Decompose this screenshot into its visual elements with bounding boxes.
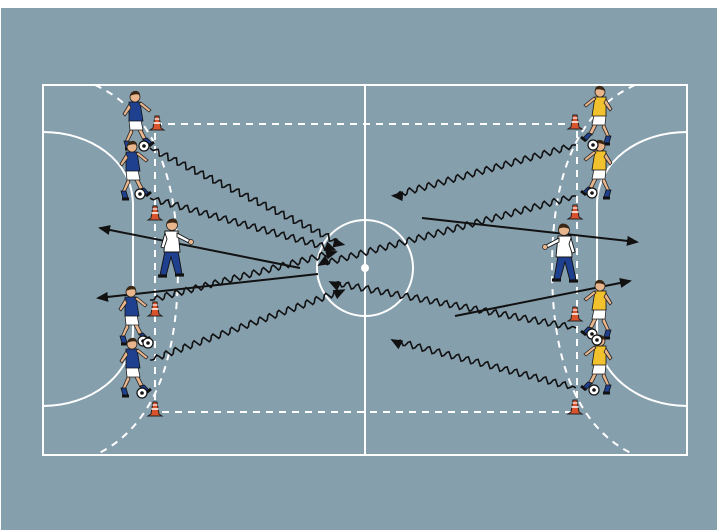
cone: [566, 306, 584, 322]
player-boot: [580, 189, 587, 197]
player-shorts: [591, 308, 607, 320]
coach-hair: [166, 218, 178, 224]
ball: [588, 384, 600, 396]
player-arm: [583, 345, 597, 357]
ball: [136, 387, 148, 399]
player-arm: [583, 290, 597, 302]
cone: [566, 204, 584, 220]
ball-patch: [590, 332, 594, 336]
player-arm: [583, 96, 597, 108]
dribble-arrow: [390, 144, 577, 202]
player-shorts: [128, 119, 144, 131]
pass-arrow: [98, 225, 301, 269]
player: [122, 90, 155, 151]
pass-arrow: [421, 217, 639, 246]
coach: [542, 223, 578, 283]
player-arm: [603, 98, 613, 112]
ball-patch: [138, 192, 142, 196]
coach-hand: [188, 239, 194, 245]
player-arm: [135, 151, 149, 163]
centre-spot: [361, 264, 369, 272]
player-hair: [595, 85, 605, 91]
player: [580, 279, 613, 340]
ball: [586, 187, 598, 199]
cone: [146, 401, 164, 417]
player-boot: [148, 140, 155, 148]
dribble-arrow: [390, 339, 577, 390]
ball: [134, 188, 146, 200]
centre-circle: [316, 219, 414, 317]
ball-patch: [592, 388, 596, 392]
cone: [146, 205, 164, 221]
player-arm: [122, 103, 132, 117]
player-arm: [134, 296, 148, 308]
player-shorts: [124, 314, 140, 326]
ball-patch: [591, 143, 595, 147]
player-arm: [583, 150, 597, 162]
players-and-coaches: [118, 85, 613, 399]
pitch-background: [1, 8, 717, 530]
player-hair: [127, 337, 137, 343]
player-arm: [138, 101, 152, 113]
player-shorts: [591, 114, 607, 126]
dribble-arrow: [317, 195, 577, 266]
player-arm: [119, 153, 129, 167]
ball-patch: [590, 191, 594, 195]
player-hair: [127, 140, 137, 146]
dribble-arrow: [149, 196, 337, 251]
ball-patch: [595, 338, 599, 342]
left-goal-area-line: [42, 131, 134, 407]
player-arm: [119, 350, 129, 364]
player-hair: [130, 90, 140, 96]
ball: [591, 334, 603, 346]
player-boot: [580, 384, 587, 392]
player-arm: [118, 298, 128, 312]
player: [580, 85, 613, 146]
coach-hand: [542, 244, 548, 250]
dribble-arrow: [149, 289, 346, 361]
coach-arm: [160, 231, 168, 249]
cone: [566, 114, 584, 130]
ball-patch: [146, 341, 150, 345]
player-boot: [145, 190, 152, 198]
player-hair: [126, 285, 136, 291]
right-goal-area-line: [596, 131, 688, 407]
player-boot: [580, 329, 587, 337]
player-shorts: [591, 363, 607, 375]
player: [119, 140, 152, 201]
cone: [146, 301, 164, 317]
player-hair: [595, 139, 605, 145]
player: [118, 285, 151, 346]
cone: [566, 399, 584, 415]
player-arm: [603, 347, 613, 361]
drill-zone-dashed-rectangle: [154, 123, 578, 413]
ball: [142, 337, 154, 349]
coach-arm: [568, 236, 576, 254]
dribble-arrow: [149, 147, 346, 248]
coach: [158, 218, 194, 278]
ball-patch: [142, 144, 146, 148]
dribble-arrow: [149, 249, 338, 301]
player-shorts: [591, 168, 607, 180]
ball: [587, 139, 599, 151]
right-free-throw-line: [550, 84, 636, 456]
player-shorts: [125, 169, 141, 181]
player: [119, 337, 152, 398]
ball-patch: [140, 391, 144, 395]
player-shorts: [125, 366, 141, 378]
player-arm: [135, 348, 149, 360]
ball: [138, 140, 150, 152]
cones: [146, 114, 584, 417]
player-hair: [595, 279, 605, 285]
dribble-arrow: [328, 280, 577, 330]
cone: [148, 115, 166, 131]
player-boot: [580, 135, 587, 143]
coach-hair: [558, 223, 570, 229]
player-arm: [603, 152, 613, 166]
player-arm: [603, 292, 613, 306]
dribble-paths: [149, 144, 577, 390]
